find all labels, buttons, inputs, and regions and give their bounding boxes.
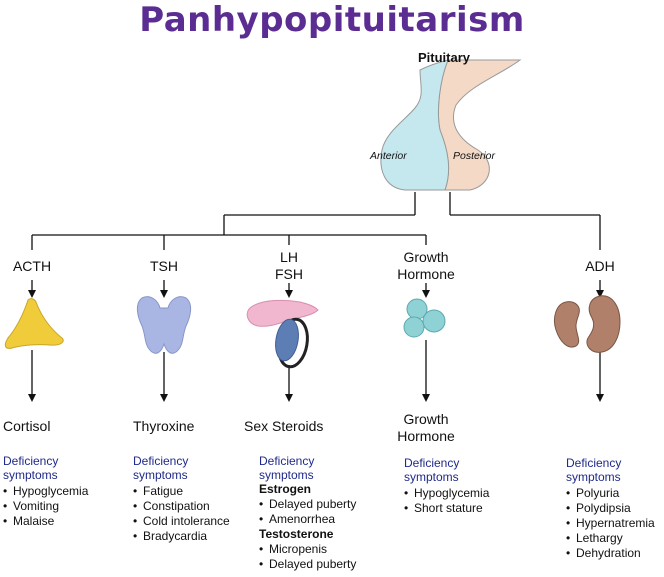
list-item: Delayed puberty [259,557,394,572]
list-item: Delayed puberty [259,497,394,512]
list-item: Malaise [3,514,128,529]
list-item: Hypoglycemia [3,484,128,499]
hormone-label-growth-hormone: Growth Hormone [397,249,455,282]
list-item: Fatigue [133,484,258,499]
list-item: Vomiting [3,499,128,514]
hormone-label-lh-fsh: LH FSH [275,249,303,282]
list-item: Short stature [404,501,529,516]
thyroid-gland-icon [136,296,192,354]
pituitary-gland-icon [380,59,522,191]
product-label-cortisol: Cortisol [3,418,51,434]
hormone-arrows [28,280,604,298]
anterior-label: Anterior [370,150,407,162]
symptom-list: Delayed puberty Amenorrhea [259,497,394,527]
adrenal-gland-icon [4,298,64,349]
symptom-list: Polyuria Polydipsia Hypernatremia Lethar… [566,486,664,561]
product-arrows [28,340,604,402]
list-item: Cold intolerance [133,514,258,529]
cells-icon [403,298,446,338]
posterior-label: Posterior [453,150,496,162]
gonad-icon [246,299,319,369]
hormone-label-tsh: TSH [150,258,178,274]
product-label-thyroxine: Thyroxine [133,418,195,434]
symptom-list: Hypoglycemia Vomiting Malaise [3,484,128,529]
list-item: Hypoglycemia [404,486,529,501]
hormone-label-acth: ACTH [12,258,52,274]
symptom-list: Fatigue Constipation Cold intolerance Br… [133,484,258,544]
symptom-list: Micropenis Delayed puberty [259,542,394,572]
list-item: Lethargy [566,531,664,546]
product-label-growth-hormone: Growth Hormone [397,411,455,444]
hierarchy-connectors [31,192,601,250]
list-item: Dehydration [566,546,664,561]
list-item: Amenorrhea [259,512,394,527]
list-item: Constipation [133,499,258,514]
estrogen-heading: Estrogen [259,482,312,496]
list-item: Polydipsia [566,501,664,516]
page-title: Panhypopituitarism [139,0,525,40]
list-item: Hypernatremia [566,516,664,531]
posterior-lobe [437,59,522,191]
testosterone-heading: Testosterone [259,527,334,541]
kidney-icon [553,295,621,353]
symptom-list: Hypoglycemia Short stature [404,486,529,516]
pituitary-label: Pituitary [418,50,471,65]
product-label-sex-steroids: Sex Steroids [244,418,324,434]
hormone-label-adh: ADH [585,258,615,274]
list-item: Bradycardia [133,529,258,544]
anterior-lobe [380,59,450,191]
list-item: Micropenis [259,542,394,557]
list-item: Polyuria [566,486,664,501]
